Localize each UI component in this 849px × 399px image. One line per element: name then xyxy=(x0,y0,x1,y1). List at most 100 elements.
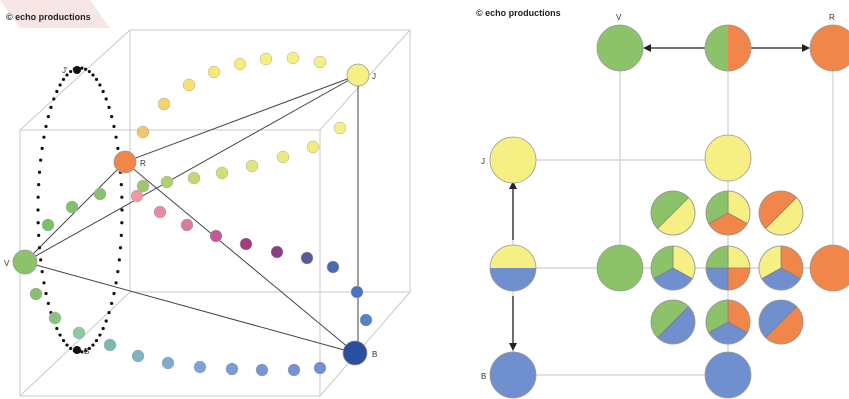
circle-green-orange-half xyxy=(704,24,752,72)
ellipse-dot xyxy=(37,246,42,250)
trail-dot xyxy=(333,121,347,135)
mix-green-orange-blue xyxy=(705,299,751,345)
label-R-right: R xyxy=(829,13,835,22)
mix-yellow-orange-green xyxy=(705,190,751,236)
circle-orange-mid xyxy=(809,244,849,292)
ellipse-dot xyxy=(98,83,102,87)
ellipse-dot xyxy=(117,258,121,262)
trail-dot xyxy=(233,57,247,71)
ellipse-dot xyxy=(120,195,124,199)
ellipse-dot xyxy=(87,346,91,351)
circle-yellow-blue-half xyxy=(489,244,537,292)
ellipse-dot xyxy=(107,105,111,109)
trail-dot xyxy=(180,218,194,232)
ellipse-dot xyxy=(37,183,41,187)
ellipse-dot xyxy=(44,291,48,296)
credit-left: © echo productions xyxy=(6,12,91,22)
cube-edge xyxy=(19,29,131,131)
label-B-prime: B' xyxy=(84,347,91,356)
ellipse-dot xyxy=(116,270,120,274)
ellipse-dot xyxy=(52,97,56,101)
ellipse-dot xyxy=(91,73,95,77)
ellipse-dot xyxy=(104,319,108,323)
ellipse-dot xyxy=(94,77,99,82)
trail-dot xyxy=(65,200,79,214)
trail-dot xyxy=(276,150,290,164)
cube-back-face xyxy=(129,29,411,293)
cube-edge xyxy=(19,291,131,397)
ellipse-dot xyxy=(84,349,88,353)
node-green-V xyxy=(12,249,38,275)
trail-dot xyxy=(225,362,239,376)
trail-dot xyxy=(245,159,259,173)
credit-right: © echo productions xyxy=(476,8,561,18)
arrows xyxy=(509,44,810,351)
cube-edge xyxy=(319,291,411,397)
mix-yellow-blue-green xyxy=(650,245,696,291)
ellipse-dot xyxy=(118,246,123,250)
trail-dot xyxy=(160,175,174,189)
ellipse-dot xyxy=(94,338,99,343)
label-B-right: B xyxy=(481,372,486,381)
trail-dot xyxy=(29,287,43,301)
ellipse-dot xyxy=(104,97,108,101)
ellipse-dot xyxy=(84,67,88,71)
ellipse-dot xyxy=(112,124,116,129)
trail-dot xyxy=(239,237,253,251)
ellipse-dot xyxy=(101,326,105,331)
ellipse-dot xyxy=(42,135,46,139)
ellipse-dot xyxy=(55,89,59,94)
trail-dot xyxy=(350,285,364,299)
trail-dot xyxy=(72,326,86,340)
ellipse-dot xyxy=(69,69,73,74)
label-V: V xyxy=(4,259,10,268)
ellipse-dot xyxy=(61,77,66,82)
trail-dot xyxy=(313,361,327,375)
ellipse-dot xyxy=(55,326,59,331)
ellipse-dot xyxy=(40,270,44,274)
mix-four-colors xyxy=(705,245,751,291)
ellipse-dot xyxy=(58,333,62,337)
trail-dot xyxy=(136,179,150,193)
trail-dot xyxy=(207,65,221,79)
trail-dot xyxy=(153,205,167,219)
ellipse-dot xyxy=(44,124,48,129)
trail-dot xyxy=(326,260,340,274)
label-R: R xyxy=(140,159,146,168)
trail-dot xyxy=(136,125,150,139)
ellipse-dot xyxy=(46,114,50,119)
ellipse-dot xyxy=(101,89,105,94)
ellipse-dot xyxy=(36,221,40,225)
ellipse-dot xyxy=(37,233,41,237)
node-orange-R xyxy=(113,150,137,174)
ellipse-dot xyxy=(120,208,124,212)
grid-lines xyxy=(512,48,835,376)
node-J-prime xyxy=(73,66,81,74)
ellipse-dot xyxy=(36,195,40,199)
ellipse-dot xyxy=(58,83,62,87)
ellipse-dot xyxy=(46,301,50,306)
node-blue-B xyxy=(342,340,368,366)
node-B-prime xyxy=(73,346,81,354)
ellipse-dot xyxy=(120,221,124,225)
cube-front-face xyxy=(19,129,321,397)
ellipse-dot xyxy=(114,281,118,285)
ellipse-dot xyxy=(110,301,114,306)
mix-green-blue xyxy=(650,299,696,345)
ellipse-dot xyxy=(116,146,120,150)
trail-dot xyxy=(187,171,201,185)
ellipse-dot xyxy=(80,350,84,354)
label-J-right: J xyxy=(481,157,485,166)
ellipse-dot xyxy=(114,135,118,139)
trail-dot xyxy=(270,245,284,259)
trail-dot xyxy=(41,218,55,232)
trail-dot xyxy=(286,51,300,65)
circle-J xyxy=(489,136,537,184)
circle-green-mid xyxy=(596,244,644,292)
label-J-prime: J' xyxy=(62,66,68,75)
ellipse-dot xyxy=(49,105,53,109)
ellipse-dot xyxy=(40,146,44,150)
mix-orange-blue xyxy=(758,299,804,345)
node-yellow-J xyxy=(346,63,370,87)
